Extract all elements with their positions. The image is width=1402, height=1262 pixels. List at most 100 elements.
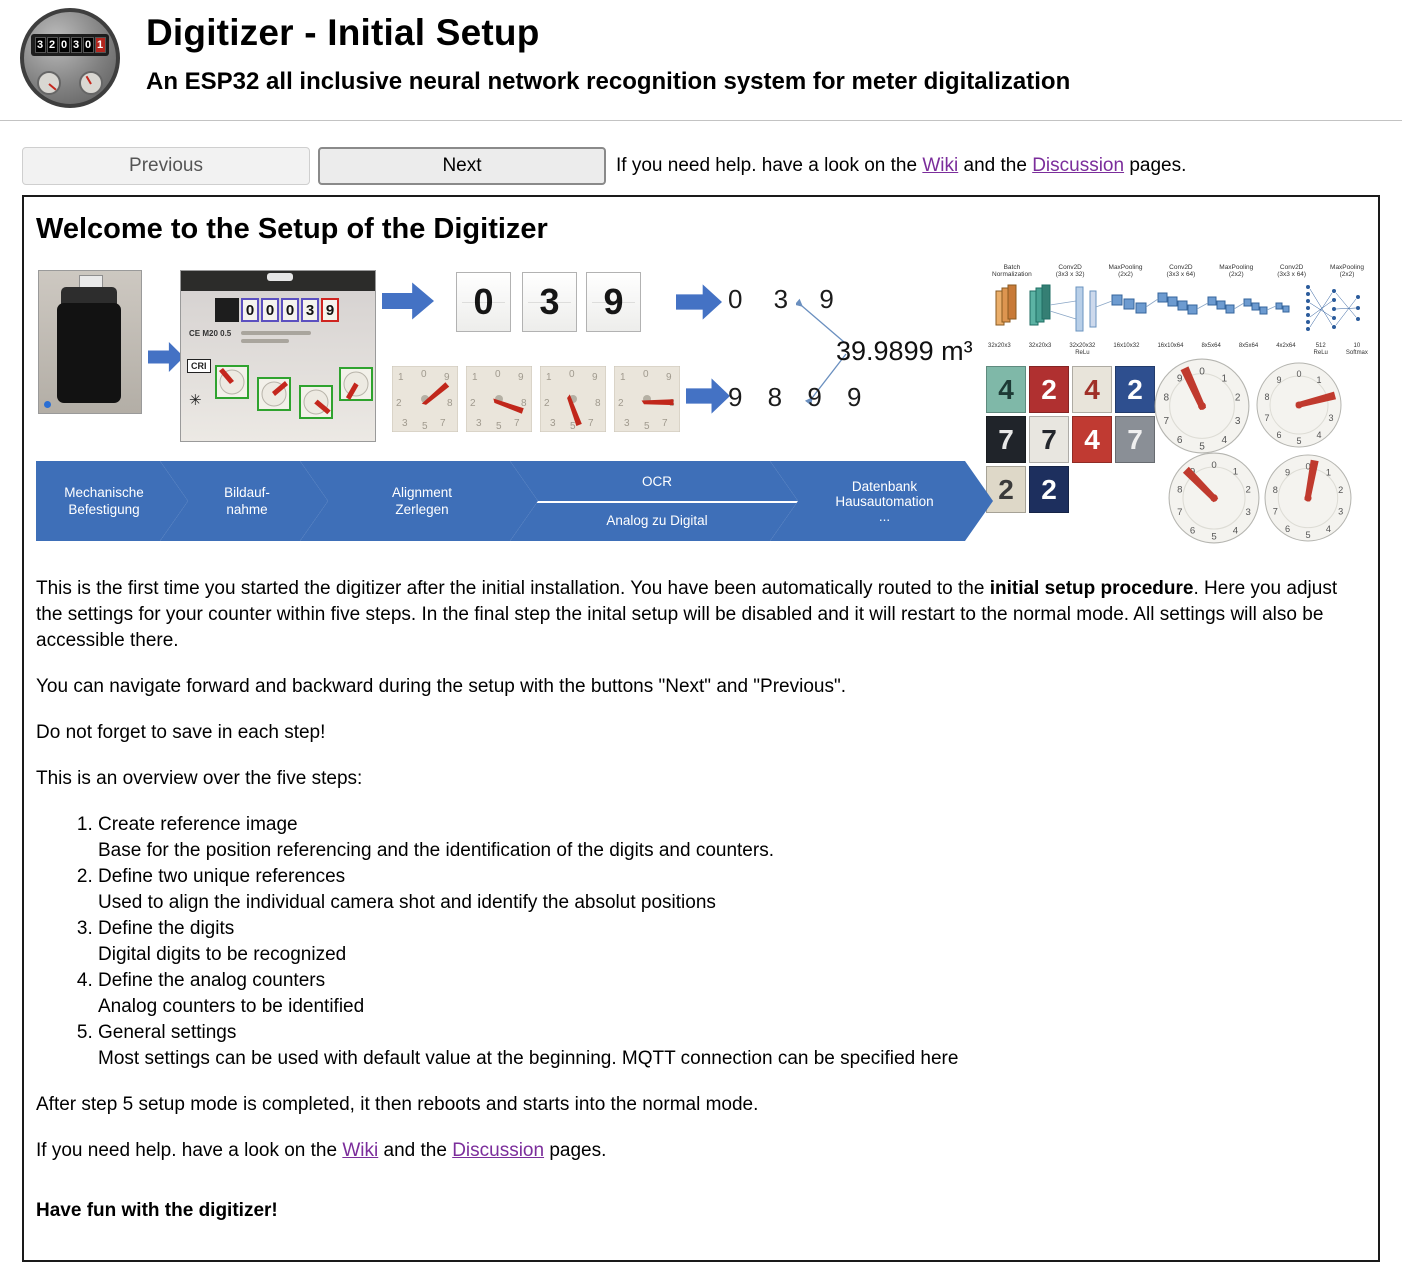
step-description: Used to align the individual camera shot… <box>98 892 716 913</box>
analog-crop-image <box>392 366 458 432</box>
analog-dial-sample <box>1168 452 1260 544</box>
discussion-link[interactable]: Discussion <box>1032 155 1125 176</box>
flow-arrow-icon <box>686 378 730 414</box>
help-paragraph: If you need help. have a look on the Wik… <box>36 1138 1366 1164</box>
nn-label: MaxPooling (2x2) <box>1330 264 1364 278</box>
meter-digit: 0 <box>261 298 279 322</box>
meter-cri-badge: CRI <box>187 359 211 373</box>
digit-crop-image: 9 <box>586 272 641 332</box>
next-button[interactable]: Next <box>318 147 606 185</box>
meter-analog-dials: ✳ <box>189 365 373 419</box>
digit-sample: 7 <box>1115 416 1155 463</box>
digit-sample: 7 <box>986 416 1026 463</box>
help-text-suffix: pages. <box>544 1140 607 1161</box>
svg-text:✳: ✳ <box>189 392 202 409</box>
logo-digit: 0 <box>82 37 94 53</box>
process-step-image-capture: Bildauf- nahme <box>160 461 328 541</box>
wiki-link[interactable]: Wiki <box>342 1140 379 1161</box>
logo-digit: 2 <box>46 37 58 53</box>
nn-label: 32x20x3 <box>988 343 1011 349</box>
nn-label: 32x20x3 <box>1028 343 1052 349</box>
digit-sample: 2 <box>986 466 1026 513</box>
digit-sample: 7 <box>1029 416 1069 463</box>
meter-ce-label: CE M20 0.5 <box>189 329 232 338</box>
meter-digit: 0 <box>281 298 299 322</box>
meter-digit: 3 <box>301 298 319 322</box>
process-step-database: Datenbank Hausautomation ... <box>770 461 993 541</box>
digit-crop-image: 0 <box>456 272 511 332</box>
meter-lcd-block <box>215 298 239 322</box>
meter-text-smudge <box>241 339 289 343</box>
step-title: General settings <box>98 1022 237 1043</box>
nn-label: Conv2D (3x3 x 32) <box>1055 264 1085 278</box>
step-description: Analog counters to be identified <box>98 996 365 1017</box>
step-description: Digital digits to be recognized <box>98 944 347 965</box>
page-title: Digitizer - Initial Setup <box>146 12 540 53</box>
overview-illustration: 012 345 678 9 109 28 357 <box>36 264 1368 556</box>
nn-label: Conv2D (3x3 x 64) <box>1277 264 1307 278</box>
analog-dial-sample <box>1256 362 1342 448</box>
navigate-paragraph: You can navigate forward and backward du… <box>36 676 846 697</box>
digit-sample: 2 <box>1029 366 1069 413</box>
analog-crop-image <box>540 366 606 432</box>
ocr-analog-result: 9 8 9 9 <box>728 382 871 412</box>
step-title: Define the analog counters <box>98 970 326 991</box>
header-divider <box>0 120 1402 121</box>
nn-label: MaxPooling (2x2) <box>1108 264 1143 278</box>
process-step-label: Bildauf- <box>224 485 270 500</box>
nn-label: Batch Normalization <box>992 264 1032 278</box>
nn-label: 16x10x64 <box>1157 343 1184 349</box>
logo-dial-icon <box>79 71 103 95</box>
nn-label: 8x5x64 <box>1238 343 1259 349</box>
process-step-label: Alignment <box>391 485 453 500</box>
analog-crop-image <box>466 366 532 432</box>
analog-dial-sample <box>1264 454 1352 542</box>
device-body <box>57 303 121 403</box>
welcome-heading: Welcome to the Setup of the Digitizer <box>36 213 548 245</box>
nn-shape-labels: 32x20x3 32x20x3 32x20x32 ReLu 16x10x32 1… <box>986 343 1370 357</box>
discussion-link[interactable]: Discussion <box>452 1140 545 1161</box>
page-header: 3 2 0 3 0 1 Digitizer - Initial Setup An… <box>0 0 1402 114</box>
nn-label: 10 Softmax <box>1345 343 1368 356</box>
setup-step-item: Define the digits Digital digits to be r… <box>98 916 1366 968</box>
digit-sample: 2 <box>1029 466 1069 513</box>
setup-navigation: Previous Next If you need help. have a l… <box>22 147 1380 185</box>
ocr-digits-result: 0 3 9 <box>728 284 846 314</box>
logo-digit: 3 <box>34 37 46 53</box>
process-step-label: Zerlegen <box>395 502 449 517</box>
nn-label: MaxPooling (2x2) <box>1219 264 1254 278</box>
help-text-mid: and the <box>378 1140 453 1161</box>
intro-text: . Here you adjust the settings for your … <box>36 578 1338 651</box>
digit-training-samples: 4 2 4 2 7 7 4 7 2 2 <box>986 366 1155 513</box>
intro-paragraph: This is the first time you started the d… <box>36 576 1366 654</box>
meter-digit-window: 0 0 0 3 9 <box>215 298 339 322</box>
flow-arrow-icon <box>148 342 184 372</box>
meter-reading-value: 39.9899 m³ <box>836 336 973 366</box>
setup-step-item: Create reference image Base for the posi… <box>98 812 1366 864</box>
process-step-ocr: OCR Analog zu Digital <box>510 461 798 541</box>
logo-digit-strip: 3 2 0 3 0 1 <box>31 34 109 56</box>
meter-device-photo <box>38 270 142 414</box>
nn-label: 16x10x32 <box>1113 343 1140 349</box>
help-text: If you need help. have a look on the Wik… <box>616 155 1186 177</box>
process-step-mounting: Mechanische Befestigung <box>36 461 188 541</box>
help-text-prefix: If you need help. have a look on the <box>616 155 923 176</box>
meter-digit: 9 <box>321 298 339 322</box>
step-title: Create reference image <box>98 814 298 835</box>
step-description: Most settings can be used with default v… <box>98 1048 959 1069</box>
digit-sample: 4 <box>1072 366 1112 413</box>
process-step-label: nahme <box>226 502 268 517</box>
setup-content-panel: Welcome to the Setup of the Digitizer 0 1… <box>22 195 1380 1262</box>
after-steps-paragraph: After step 5 setup mode is completed, it… <box>36 1094 759 1115</box>
process-step-label: Datenbank <box>851 478 918 494</box>
meter-cable <box>267 273 293 281</box>
previous-button[interactable]: Previous <box>22 147 310 185</box>
intro-bold-text: initial setup procedure <box>989 578 1194 599</box>
setup-step-item: Define the analog counters Analog counte… <box>98 968 1366 1020</box>
setup-steps-list: Create reference image Base for the posi… <box>70 812 1366 1072</box>
overview-paragraph: This is an overview over the five steps: <box>36 768 363 789</box>
help-text-prefix: If you need help. have a look on the <box>36 1140 343 1161</box>
neural-network-diagram: Batch Normalization Conv2D (3x3 x 32) Ma… <box>986 264 1370 357</box>
wiki-link[interactable]: Wiki <box>922 155 959 176</box>
digit-sample: 4 <box>986 366 1026 413</box>
